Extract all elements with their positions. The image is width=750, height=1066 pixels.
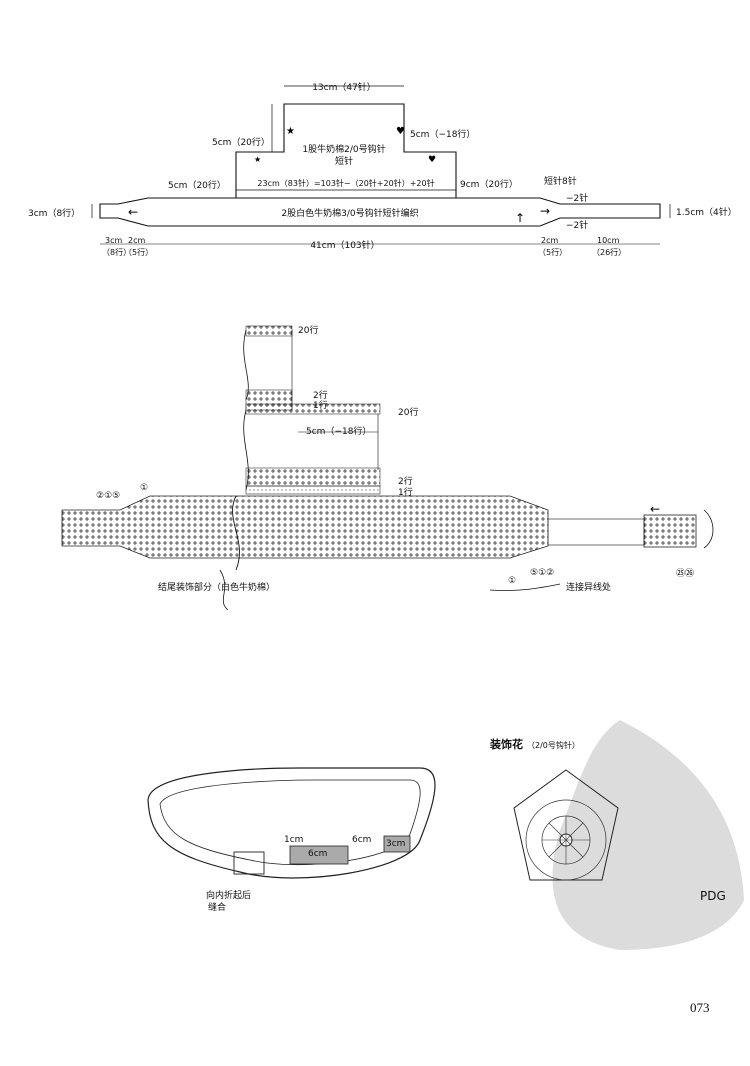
bottom-left-a-rows: （8行） bbox=[102, 247, 131, 257]
arrow-up-icon: ↑ bbox=[515, 211, 525, 225]
fold-label-2: 缝合 bbox=[208, 901, 226, 913]
heart-icon: ♥ bbox=[428, 155, 436, 165]
bottom-right-a-rows: （5行） bbox=[538, 247, 567, 257]
total-width-label: 41cm（103针） bbox=[310, 239, 379, 251]
row2-upper: 2行 bbox=[313, 389, 328, 401]
row2-lower: 2行 bbox=[398, 475, 413, 487]
watermark-shape bbox=[552, 720, 744, 950]
band-left-label: 3cm（8行） bbox=[28, 207, 80, 219]
right-segment-label: 9cm（20行） bbox=[460, 178, 518, 190]
body-outline bbox=[235, 103, 457, 198]
row20-top: 20行 bbox=[298, 324, 318, 336]
top-width-label: 13cm（47针） bbox=[312, 81, 376, 93]
watermark-text: PDG bbox=[700, 889, 726, 903]
flower-hook: （2/0号钩针） bbox=[527, 740, 580, 750]
right-bottom-marks: ⑤①② bbox=[530, 568, 554, 578]
fold-label-1: 向内折起后 bbox=[206, 889, 251, 901]
row1-lower: 1行 bbox=[398, 486, 413, 498]
flower-chart: 装饰花 （2/0号钩针） PDG bbox=[489, 720, 744, 950]
row1-upper: 1行 bbox=[313, 399, 328, 411]
stitch-chart: 20行 2行 1行 20行 5cm（−18行） 2行 1行 ← ②①⑤ ① 结尾… bbox=[61, 324, 714, 611]
minus-bottom-label: −2针 bbox=[566, 219, 588, 231]
left-marks: ②①⑤ bbox=[96, 491, 120, 501]
star-icon: ★ bbox=[286, 126, 295, 137]
dim-6cm-inner: 6cm bbox=[308, 849, 327, 859]
page-number: 073 bbox=[690, 1000, 710, 1015]
upper-note-1: 1股牛奶棉2/0号钩针 bbox=[302, 143, 385, 155]
bottom-left-b-rows: （5行） bbox=[124, 247, 153, 257]
left-circle-1: ① bbox=[140, 483, 148, 493]
dim-3cm: 3cm bbox=[386, 839, 405, 849]
belt-illustration: 1cm 6cm 6cm 3cm 向内折起后 缝合 bbox=[147, 767, 436, 913]
bottom-right-b: 10cm bbox=[597, 236, 620, 245]
schematic-diagram: 13cm（47针） 5cm（20行） 5cm（−18行） ★ ★ ♥ ♥ 1股牛… bbox=[28, 81, 737, 257]
dim-1cm: 1cm bbox=[284, 835, 303, 845]
star-icon: ★ bbox=[254, 155, 261, 164]
bottom-circle-1: ① bbox=[508, 576, 516, 586]
segment-5cm: 5cm（−18行） bbox=[306, 425, 371, 437]
arrow-right-icon: → bbox=[540, 204, 550, 218]
end-decoration-label: 结尾装饰部分（白色牛奶棉） bbox=[158, 581, 275, 593]
bottom-right-b-rows: （26行） bbox=[592, 247, 626, 257]
band-chart bbox=[61, 495, 549, 559]
far-right-marks: ㉕㉖ bbox=[676, 568, 694, 579]
left-step-label: 5cm（20行） bbox=[212, 136, 270, 148]
lower-left-label: 5cm（20行） bbox=[168, 179, 226, 191]
arrow-left-icon: ← bbox=[650, 502, 660, 516]
bottom-left-a: 3cm bbox=[105, 236, 122, 245]
upper-note-2: 短针 bbox=[335, 155, 353, 167]
bottom-left-b: 2cm bbox=[128, 236, 145, 245]
arrow-left-icon: ← bbox=[128, 205, 138, 219]
connect-label: 连接异线处 bbox=[566, 581, 611, 593]
bottom-right-a: 2cm bbox=[541, 236, 558, 245]
minus-top-label: −2针 bbox=[566, 192, 588, 204]
flower-title: 装饰花 bbox=[489, 737, 523, 751]
short-stitch-label: 短针8针 bbox=[544, 175, 577, 187]
mid-formula: 23cm（83针）=103针−（20针+20针）+20针 bbox=[257, 178, 434, 188]
row20-mid: 20行 bbox=[398, 406, 418, 418]
dim-6cm-outer: 6cm bbox=[352, 835, 371, 845]
right-step-label: 5cm（−18行） bbox=[410, 128, 475, 140]
band-right-label: 1.5cm（4针） bbox=[676, 206, 737, 218]
band-outline bbox=[99, 197, 661, 227]
band-note: 2股白色牛奶棉3/0号钩针短针编织 bbox=[281, 207, 418, 219]
heart-icon: ♥ bbox=[396, 126, 405, 137]
